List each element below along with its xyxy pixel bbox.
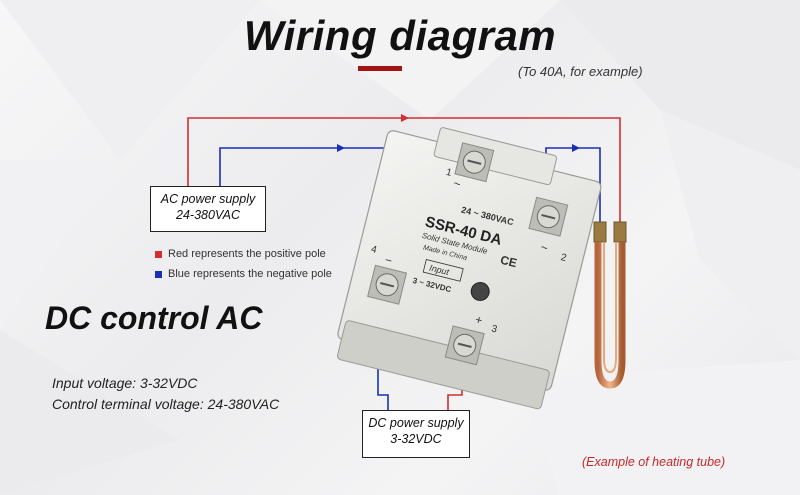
blue-arrow-ac — [337, 144, 345, 152]
subtitle: (To 40A, for example) — [518, 64, 643, 79]
relay-tilde-2: ~ — [539, 240, 549, 255]
dc-supply-voltage: 3-32VDC — [390, 432, 442, 446]
relay-terminal-3: 3 — [490, 323, 498, 335]
dc-power-supply-box: DC power supply 3-32VDC — [362, 410, 470, 458]
terminal-screw-top-left — [454, 142, 495, 183]
relay-terminal-1: 1 — [445, 167, 453, 179]
relay-plus: + — [474, 312, 484, 327]
section-heading: DC control AC — [45, 300, 263, 336]
relay-input-label: Input — [428, 263, 450, 278]
input-voltage-spec: Input voltage: 3-32VDC — [52, 375, 198, 391]
blue-arrow-heater — [572, 144, 580, 152]
legend-red-text: Red represents the positive pole — [168, 248, 326, 260]
legend-blue-text: Blue represents the negative pole — [168, 268, 332, 280]
ac-supply-voltage: 24-380VAC — [176, 208, 240, 222]
heating-tube-note: (Example of heating tube) — [582, 455, 726, 469]
terminal-screw-top-right — [528, 196, 569, 237]
ssr-relay: 24 ~ 380VAC SSR-40 DA Solid State Module… — [337, 127, 602, 410]
dc-supply-label: DC power supply — [368, 416, 464, 430]
terminal-screw-bottom-left — [367, 264, 408, 305]
red-square-icon — [155, 250, 162, 258]
legend-blue: Blue represents the negative pole — [155, 268, 332, 280]
relay-terminal-4: 4 — [370, 244, 378, 256]
control-voltage-spec: Control terminal voltage: 24-380VAC — [52, 396, 280, 412]
relay-led — [470, 281, 490, 301]
title-underline — [358, 66, 402, 71]
terminal-screw-bottom-right — [444, 325, 485, 366]
relay-ce: CE — [499, 253, 519, 271]
relay-tilde-1: ~ — [452, 176, 462, 191]
page-title: Wiring diagram — [243, 12, 557, 59]
relay-minus: − — [383, 253, 393, 268]
red-arrow-top — [401, 114, 409, 122]
heating-tube — [593, 221, 627, 389]
ac-supply-label: AC power supply — [160, 192, 256, 206]
ac-power-supply-box: AC power supply 24-380VAC — [150, 186, 266, 232]
blue-square-icon — [155, 270, 162, 278]
legend-red: Red represents the positive pole — [155, 248, 326, 260]
relay-terminal-2: 2 — [559, 252, 567, 264]
